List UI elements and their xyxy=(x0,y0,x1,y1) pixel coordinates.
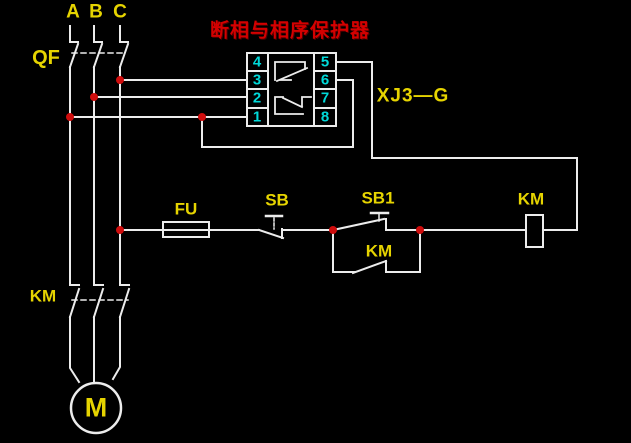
terminal-6: 6 xyxy=(320,71,330,89)
fuse-label: FU xyxy=(174,199,198,219)
terminal-4: 4 xyxy=(252,53,262,71)
phase-a-label: A xyxy=(66,1,80,23)
junction-dot xyxy=(116,76,124,84)
phase-b-label: B xyxy=(89,1,103,23)
start-button-symbol xyxy=(331,211,390,232)
diagram-title: 断相与相序保护器 xyxy=(209,20,371,42)
protector-input-wires xyxy=(69,79,354,148)
terminal-1: 1 xyxy=(252,108,262,126)
start-button-label: SB1 xyxy=(361,188,395,208)
km-pole-b-blade xyxy=(92,287,105,319)
protector-contact-upper xyxy=(274,61,309,83)
qf-pole-c-blade xyxy=(118,42,130,69)
terminal-3: 3 xyxy=(252,71,262,89)
terminal-5: 5 xyxy=(320,53,330,71)
contactor-coil-symbol xyxy=(525,214,544,248)
stop-button-symbol xyxy=(257,214,285,240)
aux-contact-label: KM xyxy=(365,241,393,261)
qf-pole-a-blade xyxy=(68,42,80,69)
breaker-label: QF xyxy=(32,47,60,69)
protector-contact-lower xyxy=(274,96,312,115)
junction-dot xyxy=(116,226,124,234)
phase-a-line xyxy=(68,25,81,384)
protector-output-wire xyxy=(335,61,578,231)
phase-c-label: C xyxy=(113,1,127,23)
fuse-symbol xyxy=(162,221,210,238)
motor-symbol xyxy=(69,381,123,435)
terminal-7: 7 xyxy=(320,89,330,107)
km-pole-c-blade xyxy=(118,287,131,319)
phase-c-line xyxy=(111,25,131,381)
terminal-2: 2 xyxy=(252,89,262,107)
junction-dots xyxy=(66,76,424,234)
terminal-8: 8 xyxy=(320,108,330,126)
stop-button-label: SB xyxy=(265,190,289,210)
phase-b-line xyxy=(92,25,105,384)
junction-dot xyxy=(416,226,424,234)
junction-dot xyxy=(66,113,74,121)
protector-box xyxy=(246,52,337,127)
junction-dot xyxy=(329,226,337,234)
motor-label: M xyxy=(84,392,108,423)
qf-pole-b-blade xyxy=(92,42,104,69)
contactor-main-label: KM xyxy=(29,286,57,306)
km-pole-a-blade xyxy=(68,287,81,319)
coil-label: KM xyxy=(517,189,545,209)
protector-model-label: XJ3—G xyxy=(376,85,450,107)
junction-dot xyxy=(198,113,206,121)
junction-dot xyxy=(90,93,98,101)
aux-contact-symbol xyxy=(332,229,421,275)
